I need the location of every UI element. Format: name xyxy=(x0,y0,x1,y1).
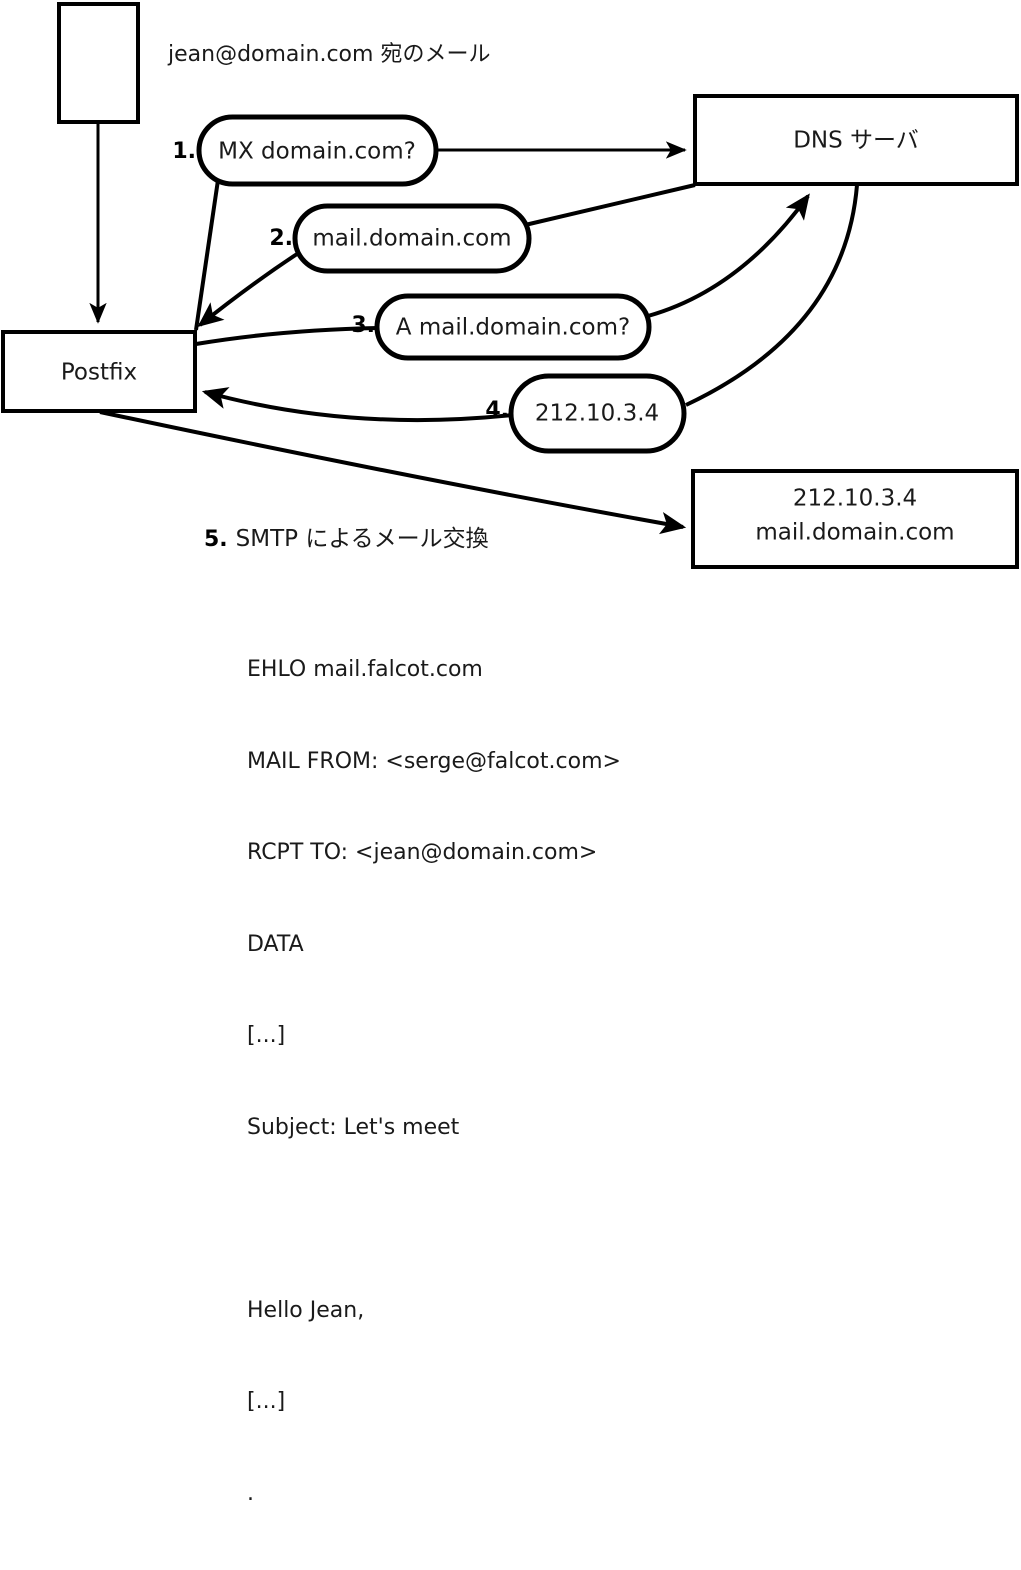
transcript-line: [...] xyxy=(247,1023,286,1048)
source-box xyxy=(57,2,140,124)
dns-server-box: DNS サーバ xyxy=(693,94,1019,186)
step-5-row: 5. SMTP によるメール交換 xyxy=(204,519,489,553)
step-3-number: 3. xyxy=(351,313,375,338)
step-4-pill: 212.10.3.4 xyxy=(508,373,687,454)
edge-step5-smtp xyxy=(99,410,687,535)
edge-step4-left xyxy=(201,387,514,423)
step-2-pill-label: mail.domain.com xyxy=(312,226,511,252)
postfix-box-label: Postfix xyxy=(61,360,137,386)
transcript-line: [...] xyxy=(247,1389,286,1414)
transcript-line: RCPT TO: <jean@domain.com> xyxy=(247,840,598,865)
transcript-line: Subject: Let's meet xyxy=(247,1114,460,1140)
mail-server-host-label: mail.domain.com xyxy=(755,520,954,546)
transcript-line: Hello Jean, xyxy=(247,1297,365,1323)
step-5-label: SMTP によるメール交換 xyxy=(235,526,489,552)
step-1-number: 1. xyxy=(172,139,196,164)
transcript-line: EHLO mail.falcot.com xyxy=(247,657,483,682)
step-2-number: 2. xyxy=(269,226,293,251)
transcript-line: DATA xyxy=(247,931,304,957)
diagram-canvas: Postfix DNS サーバ 212.10.3.4 mail.domain.c… xyxy=(1,2,1019,569)
step-1-pill: MX domain.com? xyxy=(196,114,439,187)
postfix-box: Postfix xyxy=(1,330,197,413)
mail-destination-caption: jean@domain.com 宛のメール xyxy=(168,42,491,67)
mail-routing-diagram: Postfix DNS サーバ 212.10.3.4 mail.domain.c… xyxy=(1,2,1019,1506)
step-3-pill: A mail.domain.com? xyxy=(374,293,652,361)
dns-server-box-label: DNS サーバ xyxy=(793,128,919,154)
transcript-blank-line xyxy=(247,1204,621,1235)
edge-step3-left xyxy=(195,326,379,346)
step-3-pill-label: A mail.domain.com? xyxy=(396,315,630,341)
smtp-transcript: EHLO mail.falcot.com MAIL FROM: <serge@f… xyxy=(247,594,621,1570)
edge-step2-right xyxy=(524,183,696,227)
transcript-line: . xyxy=(247,1480,254,1506)
edge-step2-left xyxy=(197,252,299,327)
mail-server-ip-label: 212.10.3.4 xyxy=(793,486,917,512)
step-4-number: 4. xyxy=(485,398,509,423)
edge-step1-left xyxy=(194,179,220,331)
step-1-pill-label: MX domain.com? xyxy=(218,139,416,165)
step-4-pill-label: 212.10.3.4 xyxy=(535,401,659,427)
transcript-line: MAIL FROM: <serge@falcot.com> xyxy=(247,748,621,774)
mail-server-box: 212.10.3.4 mail.domain.com xyxy=(691,469,1019,569)
step-2-pill: mail.domain.com xyxy=(292,203,532,274)
edge-step4-right xyxy=(685,184,859,407)
step-5-number: 5. xyxy=(204,527,228,552)
edge-step3-right xyxy=(647,193,810,318)
